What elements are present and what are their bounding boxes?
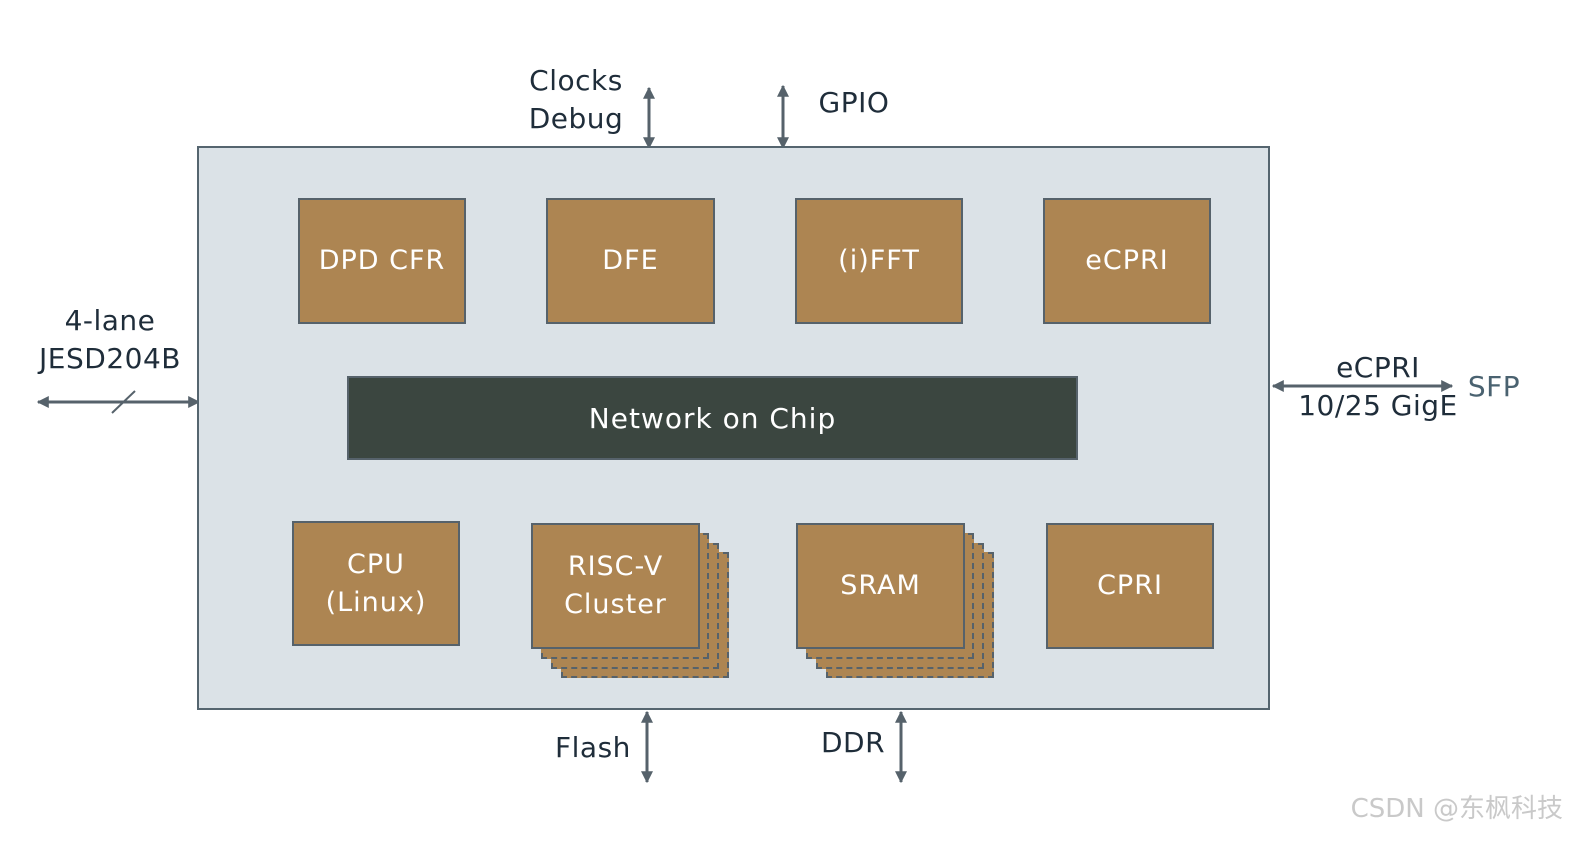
ifft-block: (i)FFT bbox=[795, 198, 963, 324]
network-on-chip-bar: Network on Chip bbox=[347, 376, 1078, 460]
dfe-block: DFE bbox=[546, 198, 715, 324]
cpri-block: CPRI bbox=[1046, 523, 1214, 649]
jesd-label: 4-lane JESD204B bbox=[39, 304, 181, 375]
clocks-debug-label: Clocks Debug bbox=[528, 64, 624, 135]
ecpri-gige-label: eCPRI 10/25 GigE bbox=[1298, 351, 1458, 422]
sfp-label: SFP bbox=[1467, 370, 1521, 403]
flash-label: Flash bbox=[555, 731, 631, 764]
sram-block: SRAM bbox=[796, 523, 965, 649]
riscv-cluster-block: RISC-V Cluster bbox=[531, 523, 700, 649]
ecpri-block: eCPRI bbox=[1043, 198, 1211, 324]
jesd-lane-slash bbox=[111, 390, 136, 414]
watermark: CSDN @东枫科技 bbox=[1350, 794, 1563, 824]
gpio-label: GPIO bbox=[818, 86, 890, 119]
dpd-cfr-block: DPD CFR bbox=[298, 198, 466, 324]
ddr-label: DDR bbox=[820, 726, 886, 759]
cpu-block: CPU (Linux) bbox=[292, 521, 460, 646]
